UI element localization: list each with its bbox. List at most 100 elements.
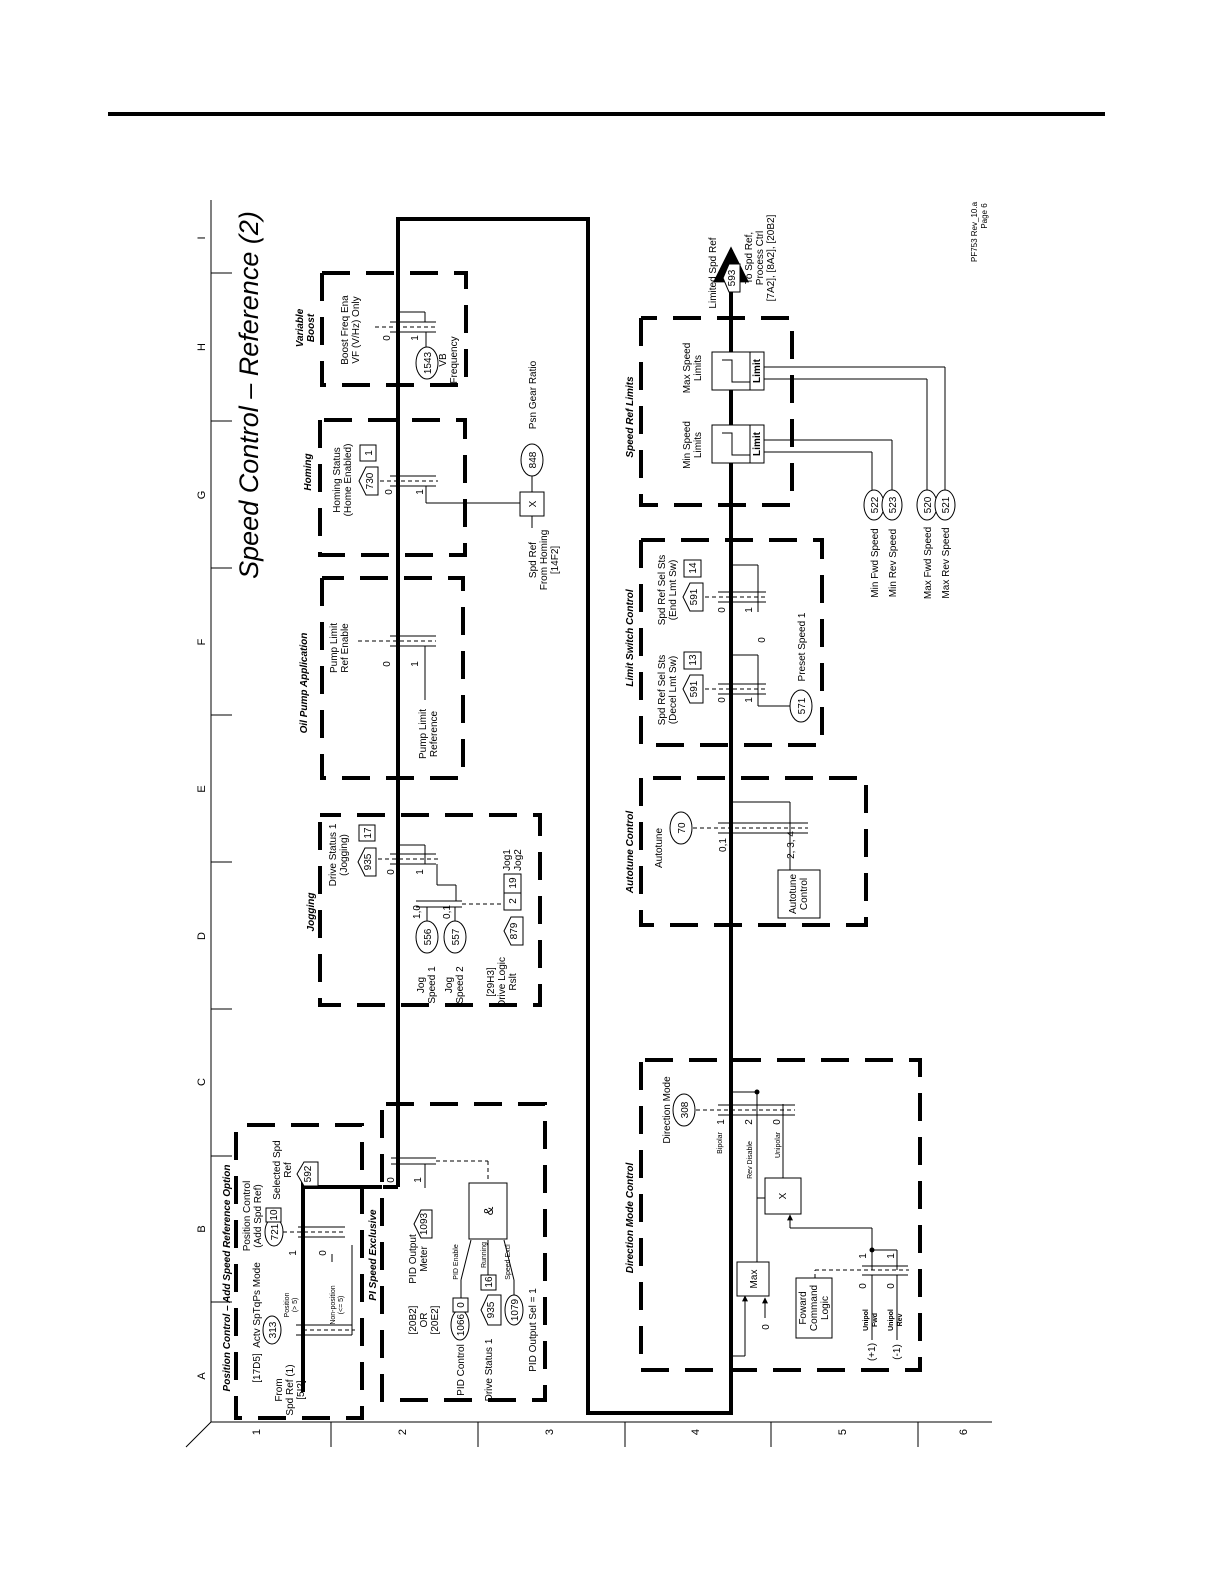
direction-mult-symbol: X xyxy=(778,1192,789,1199)
param-848-bubble xyxy=(520,443,544,477)
col-label-g: G xyxy=(196,491,208,500)
drive-logic-pageref: [29H3] xyxy=(486,967,497,997)
jogging-label: (Jogging) xyxy=(339,834,350,876)
param-523-bubble xyxy=(881,489,903,521)
param-848: 848 xyxy=(528,451,539,468)
param-70-bubble xyxy=(669,811,693,845)
diagram-title: Speed Control – Reference (2) xyxy=(234,211,264,579)
homing-bit-box xyxy=(359,444,377,462)
running-label: Running xyxy=(481,1242,488,1268)
jog-sw-0: 0 xyxy=(386,869,397,875)
jog-bit-box xyxy=(358,824,376,842)
min-rev-speed-label: Min Rev Speed xyxy=(888,529,899,597)
position-label: Position xyxy=(284,1292,291,1317)
selected-spd-ref-label: Selected Spd xyxy=(272,1140,283,1200)
param-1543-bubble xyxy=(415,346,439,380)
param-591-decel-hex xyxy=(682,674,704,704)
direction-mode-label: Direction Mode xyxy=(662,1076,673,1144)
end-lmt-label-2: (End Lmt Sw) xyxy=(668,560,679,621)
param-557: 557 xyxy=(451,928,462,945)
revision-label: PF753 Rev_10.a xyxy=(970,201,979,262)
row-label-2: 2 xyxy=(397,1429,409,1435)
param-593-hex xyxy=(722,263,741,293)
row-label-3: 3 xyxy=(544,1429,556,1435)
position-control-label: Position Control xyxy=(242,1181,253,1252)
to-spd-ref-label: To Spd Ref, xyxy=(744,232,755,284)
pid-ref-20b2: [20B2] xyxy=(408,1305,419,1334)
oil-sw-0: 0 xyxy=(382,661,393,667)
min-limit-block xyxy=(711,424,765,464)
home-enabled-label: (Home Enabled) xyxy=(343,444,354,517)
max-fwd-speed-label: Max Fwd Speed xyxy=(923,527,934,599)
spd-ref-homing-label: Spd Ref xyxy=(528,542,539,578)
jogging-section: Jogging Drive Status 1 (Jogging) 935 17 … xyxy=(306,823,524,1007)
jog2-label: Jog2 xyxy=(513,849,524,871)
row-label-6: 6 xyxy=(958,1429,970,1435)
param-571: 571 xyxy=(797,697,808,714)
pid-enable-label: PID Enable xyxy=(453,1244,460,1280)
unipol-fwd-label: Unipol xyxy=(863,1309,870,1331)
jog-sw-10: 1,0 xyxy=(412,905,423,919)
row-label-4: 4 xyxy=(690,1429,702,1435)
decel-bit-box xyxy=(683,651,702,670)
param-935-jog-hex xyxy=(357,847,377,877)
nonposition-label: Non-position xyxy=(330,1285,337,1324)
autotune-control-block xyxy=(777,869,821,919)
direction-mode-section: Direction Mode Control Direction Mode 30… xyxy=(625,1076,909,1361)
preset-speed-1-label: Preset Speed 1 xyxy=(797,612,808,681)
param-313: 313 xyxy=(268,1321,279,1338)
bit-10: 10 xyxy=(269,1209,280,1221)
add-spd-ref-label: (Add Spd Ref) xyxy=(253,1184,264,1247)
pi-speed-title: PI Speed Exclusive xyxy=(368,1209,379,1301)
max-block-label: Max xyxy=(749,1270,760,1289)
col-label-b: B xyxy=(196,1225,208,1232)
page-number: Page 6 xyxy=(980,203,989,229)
running-bit: 16 xyxy=(484,1276,495,1288)
homing-section: Homing Homing Status (Home Enabled) 730 … xyxy=(303,360,561,590)
drive-logic-label: Drive Logic xyxy=(497,957,508,1007)
minus-one-label: (-1) xyxy=(892,1344,903,1360)
jog-speed-1-label: Jog xyxy=(416,977,427,993)
col-label-d: D xyxy=(196,932,208,940)
autotune-title: Autotune Control xyxy=(625,811,636,894)
jog1-label: Jog1 xyxy=(502,849,513,871)
decel-sw-0: 0 xyxy=(717,697,728,703)
autotune-section: Autotune Control Autotune 70 0,1 2, 3, 4… xyxy=(625,811,821,919)
col-label-e: E xyxy=(196,785,208,792)
nonposition-le5: (<= 5) xyxy=(338,1296,345,1315)
end-bit-box xyxy=(683,559,702,578)
pi-speed-section: PI Speed Exclusive 0 1 PID Output Meter … xyxy=(368,1157,539,1401)
decel-lmt-label: Spd Ref Sel Sts xyxy=(657,655,668,726)
jog2-bit-box xyxy=(503,873,522,894)
pid-ref-20e2: [20E2] xyxy=(430,1305,441,1334)
param-521-bubble xyxy=(934,489,956,521)
end-sw-1: 1 xyxy=(744,607,755,613)
homing-mult-symbol: X xyxy=(528,500,539,507)
and-gate xyxy=(468,1182,508,1240)
param-1543: 1543 xyxy=(423,351,434,374)
decel-sw-1: 1 xyxy=(744,697,755,703)
param-935-hex xyxy=(480,1294,502,1326)
param-730: 730 xyxy=(365,472,376,489)
oil-pump-section: Oil Pump Application Pump Limit Ref Enab… xyxy=(299,623,440,759)
position-control-title: Position Control – Add Speed Reference O… xyxy=(222,1165,233,1392)
param-313-bubble xyxy=(262,1315,282,1345)
param-522: 522 xyxy=(870,496,881,513)
row-labels: 1 2 3 4 5 6 xyxy=(251,1429,970,1435)
boost-sw-0: 0 xyxy=(382,335,393,341)
homing-bit: 1 xyxy=(364,450,375,456)
pid-output-meter-label: PID Output xyxy=(408,1234,419,1284)
direction-mode-title: Direction Mode Control xyxy=(625,1163,636,1274)
boost-sw-1: 1 xyxy=(410,335,421,341)
command-label: Command xyxy=(809,1285,820,1331)
param-879: 879 xyxy=(509,922,520,939)
param-520: 520 xyxy=(923,496,934,513)
process-ctrl-label: Process Ctrl xyxy=(755,231,766,285)
end-zero-input: 0 xyxy=(757,637,768,643)
param-721: 721 xyxy=(270,1223,281,1240)
dir-pos-0: 0 xyxy=(772,1119,783,1125)
row-label-5: 5 xyxy=(837,1429,849,1435)
autotune-sw-234: 2, 3, 4 xyxy=(786,831,797,859)
logic-label: Logic xyxy=(820,1296,831,1320)
